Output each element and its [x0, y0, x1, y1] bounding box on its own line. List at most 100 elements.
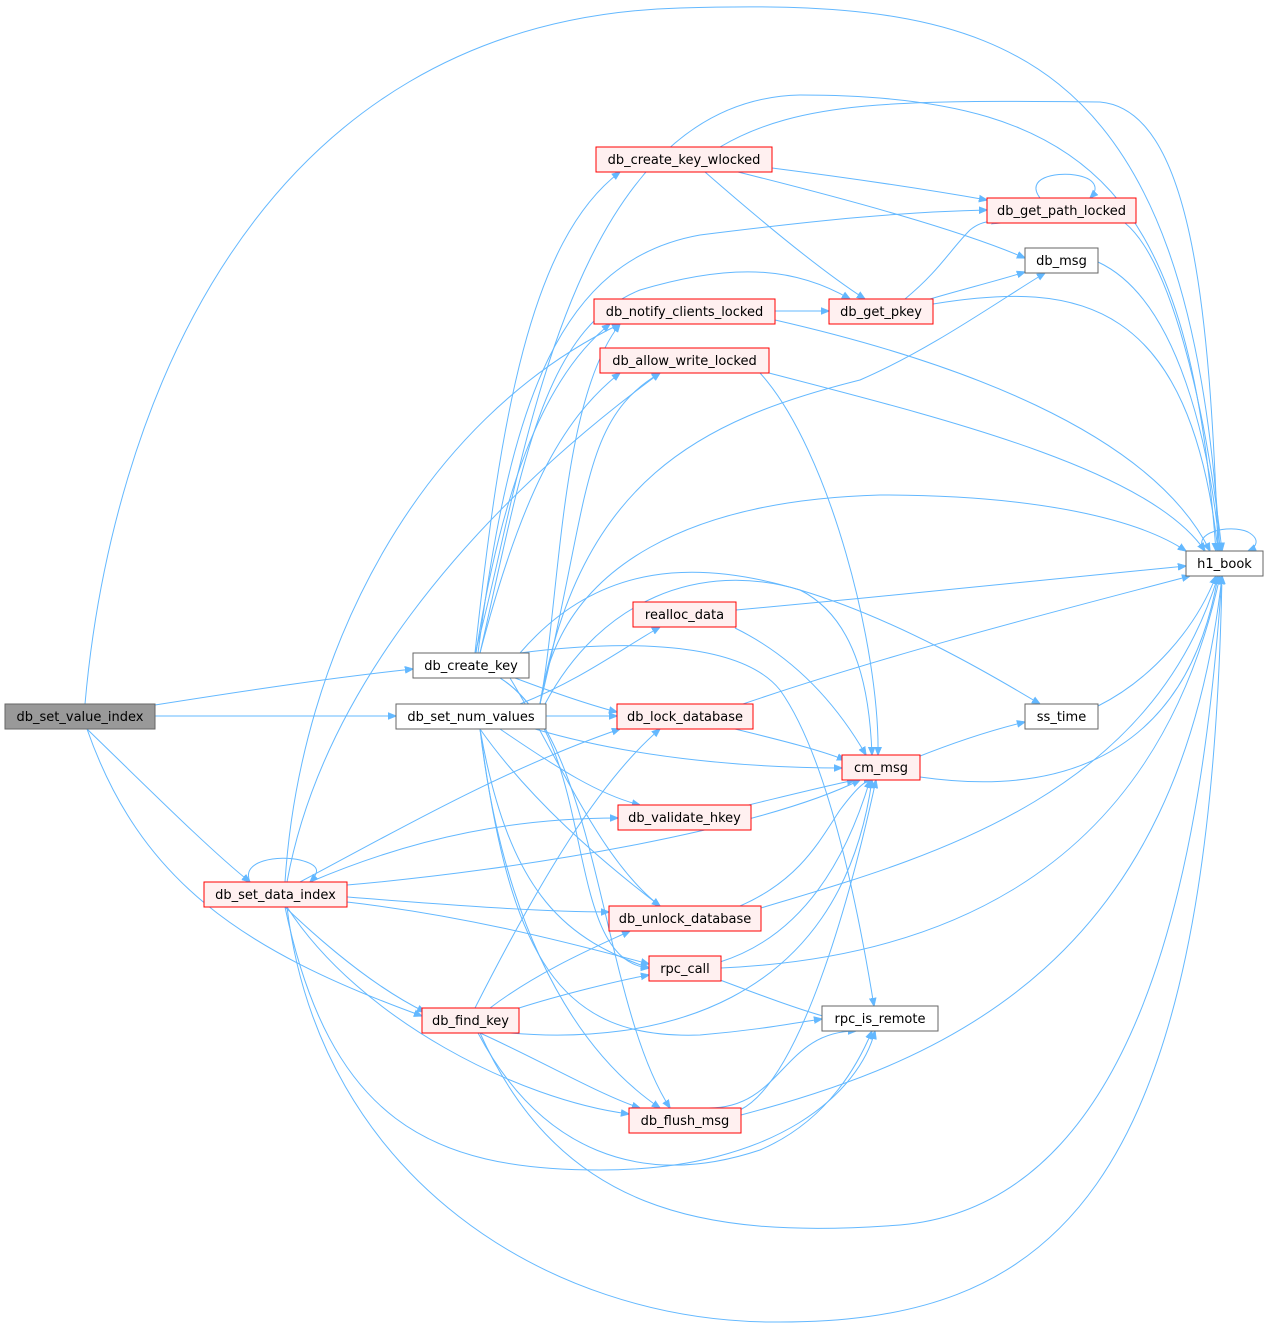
edge-db-find-key-to-db-flush-msg	[479, 1032, 640, 1108]
node-box	[648, 955, 722, 982]
node-db-set-num-values[interactable]: db_set_num_values	[395, 703, 547, 730]
edge-db-find-key-to-h1-book	[479, 576, 1222, 1229]
node-box	[986, 197, 1137, 224]
edge-db-lock-database-to-cm-msg	[734, 728, 845, 760]
edge-realloc-data-to-h1-book	[735, 566, 1186, 611]
node-db-flush-msg[interactable]: db_flush_msg	[628, 1107, 742, 1134]
node-label: rpc_is_remote	[835, 1012, 926, 1027]
node-label: db_create_key_wlocked	[608, 153, 761, 168]
node-label: db_notify_clients_locked	[606, 305, 763, 320]
edge-db-get-pkey-to-db-msg	[929, 272, 1025, 300]
edge-db-create-key-to-h1-book	[474, 94, 1216, 654]
edge-db-create-key-wlocked-to-h1-book	[719, 100, 1218, 551]
edge-db-set-data-index-to-db-flush-msg	[286, 906, 629, 1114]
node-box	[1024, 703, 1099, 730]
node-label: db_create_key	[424, 659, 518, 674]
node-box	[421, 1007, 520, 1034]
node-box	[632, 601, 737, 628]
node-db-create-key[interactable]: db_create_key	[412, 652, 530, 679]
edge-db-create-key-to-db-allow-write-locked	[479, 373, 620, 654]
node-cm-msg[interactable]: cm_msg	[841, 754, 921, 781]
node-db-find-key[interactable]: db_find_key	[421, 1007, 520, 1034]
edge-db-flush-msg-to-cm-msg	[739, 780, 876, 1111]
edge-db-unlock-database-to-h1-book	[760, 576, 1218, 909]
edge-db-notify-clients-locked-to-h1-book	[774, 319, 1210, 551]
node-box	[616, 703, 754, 730]
edge-db-lock-database-to-h1-book	[739, 576, 1190, 706]
node-label: ss_time	[1037, 710, 1086, 725]
node-label: db_msg	[1036, 254, 1087, 269]
node-box	[4, 703, 156, 730]
node-box	[599, 347, 770, 374]
node-label: db_validate_hkey	[628, 811, 741, 826]
node-label: db_set_num_values	[407, 710, 535, 725]
node-db-msg[interactable]: db_msg	[1024, 247, 1099, 274]
edge-db-create-key-to-db-create-key-wlocked	[474, 172, 620, 654]
node-db-lock-database[interactable]: db_lock_database	[616, 703, 754, 730]
edge-db-find-key-to-cm-msg	[509, 780, 872, 1036]
edge-db-create-key-to-db-lock-database	[514, 677, 617, 712]
edge-db-create-key-to-db-notify-clients-locked	[475, 324, 610, 654]
node-box	[828, 298, 934, 325]
edge-db-get-pkey-to-h1-book	[932, 295, 1218, 551]
node-db-validate-hkey[interactable]: db_validate_hkey	[617, 804, 752, 831]
node-rpc-is-remote[interactable]: rpc_is_remote	[821, 1005, 939, 1032]
node-box	[1024, 247, 1099, 274]
edge-rpc-call-to-cm-msg	[719, 780, 870, 963]
edge-db-flush-msg-to-rpc-is-remote	[708, 1031, 856, 1109]
node-db-set-value-index[interactable]: db_set_value_index	[4, 703, 156, 730]
edge-db-set-data-index-to-db-validate-hkey	[309, 818, 618, 883]
node-box	[412, 652, 530, 679]
node-db-unlock-database[interactable]: db_unlock_database	[608, 905, 762, 932]
edges-layer	[84, 6, 1256, 1323]
edge-db-create-key-to-db-get-pkey	[479, 271, 850, 654]
node-box	[821, 1005, 939, 1032]
edge-db-find-key-to-rpc-is-remote	[477, 1031, 872, 1166]
node-label: db_find_key	[432, 1014, 509, 1029]
node-box	[628, 1107, 742, 1134]
nodes-layer: db_set_value_index db_create_key db_set_nu…	[4, 146, 1264, 1134]
node-ss-time[interactable]: ss_time	[1024, 703, 1099, 730]
node-label: db_lock_database	[627, 710, 743, 725]
edge-db-get-path-locked-to-h1-book	[1124, 222, 1222, 551]
node-h1-book[interactable]: h1_book	[1185, 550, 1264, 577]
edge-db-set-num-values-to-rpc-call	[479, 728, 649, 968]
edge-db-set-num-values-to-ss-time	[544, 579, 1040, 704]
node-label: db_set_value_index	[17, 710, 144, 725]
node-label: db_get_path_locked	[997, 204, 1126, 219]
node-rpc-call[interactable]: rpc_call	[648, 955, 722, 982]
node-db-get-path-locked[interactable]: db_get_path_locked	[986, 197, 1137, 224]
node-label: cm_msg	[854, 761, 908, 776]
edge-db-set-data-index-to-h1-book	[286, 576, 1222, 1323]
node-box	[395, 703, 547, 730]
node-box	[203, 881, 348, 908]
edge-cm-msg-to-ss-time	[914, 722, 1025, 759]
edge-db-msg-to-h1-book	[1097, 261, 1220, 551]
node-db-allow-write-locked[interactable]: db_allow_write_locked	[599, 347, 770, 374]
edge-db-validate-hkey-to-cm-msg	[739, 780, 855, 808]
node-realloc-data[interactable]: realloc_data	[632, 601, 737, 628]
node-label: rpc_call	[660, 962, 710, 977]
node-box	[617, 804, 752, 831]
edge-db-create-key-wlocked-to-db-get-path-locked	[771, 167, 987, 200]
edge-db-get-pkey-to-db-get-path-locked	[904, 222, 1000, 300]
edge-db-get-path-locked-to-db-get-path-locked	[1035, 173, 1095, 198]
edge-db-set-value-index-to-db-find-key	[86, 728, 422, 1016]
node-label: db_flush_msg	[641, 1114, 730, 1129]
edge-db-set-data-index-to-db-lock-database	[299, 729, 620, 883]
edge-rpc-call-to-h1-book	[720, 576, 1220, 969]
node-label: h1_book	[1197, 557, 1252, 572]
edge-db-set-num-values-to-h1-book	[539, 494, 1186, 705]
edge-db-set-data-index-to-cm-msg	[346, 780, 860, 886]
node-label: db_get_pkey	[840, 305, 922, 320]
node-db-set-data-index[interactable]: db_set_data_index	[203, 881, 348, 908]
node-box	[595, 146, 773, 173]
edge-db-unlock-database-to-cm-msg	[739, 780, 872, 907]
node-db-get-pkey[interactable]: db_get_pkey	[828, 298, 934, 325]
edge-ss-time-to-h1-book	[1097, 576, 1216, 707]
node-label: realloc_data	[645, 608, 724, 623]
node-db-create-key-wlocked[interactable]: db_create_key_wlocked	[595, 146, 773, 173]
node-db-notify-clients-locked[interactable]: db_notify_clients_locked	[593, 298, 776, 325]
edge-db-set-data-index-to-rpc-is-remote	[284, 906, 875, 1171]
